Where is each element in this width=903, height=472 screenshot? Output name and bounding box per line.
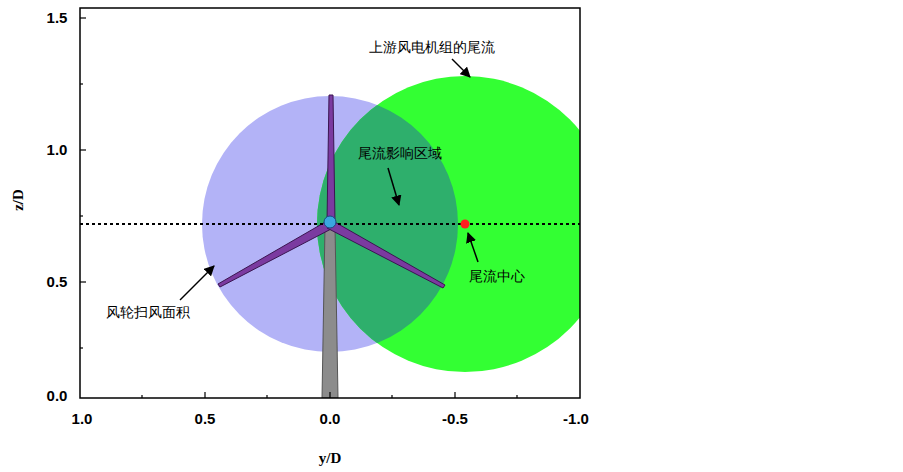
tick-label: 1.0 (47, 141, 68, 159)
hub (324, 216, 336, 228)
plot-frame (80, 8, 580, 398)
ticks (80, 18, 517, 398)
tower (322, 226, 338, 398)
tick-label: -1.0 (563, 410, 589, 428)
tick-label: 0.0 (47, 387, 68, 405)
blade (327, 221, 445, 288)
callout-label: 尾流影响区域 (358, 145, 442, 162)
callout-label: 风轮扫风面积 (106, 304, 190, 321)
blade (327, 95, 335, 222)
callout-label: 上游风电机组的尾流 (369, 39, 495, 56)
leader-arrows (180, 59, 478, 300)
tick-label: -0.5 (442, 410, 468, 428)
wake-center-dot (461, 220, 470, 229)
tick-label: 1.0 (72, 410, 93, 428)
blade (218, 221, 333, 287)
tick-label: 0.5 (195, 410, 216, 428)
axis-title: z/D (9, 189, 27, 211)
tick-label: 0.0 (320, 410, 341, 428)
axis-title: y/D (319, 449, 342, 467)
tick-label: 1.5 (47, 9, 68, 27)
callout-label: 尾流中心 (469, 268, 525, 285)
tick-label: 0.5 (47, 273, 68, 291)
